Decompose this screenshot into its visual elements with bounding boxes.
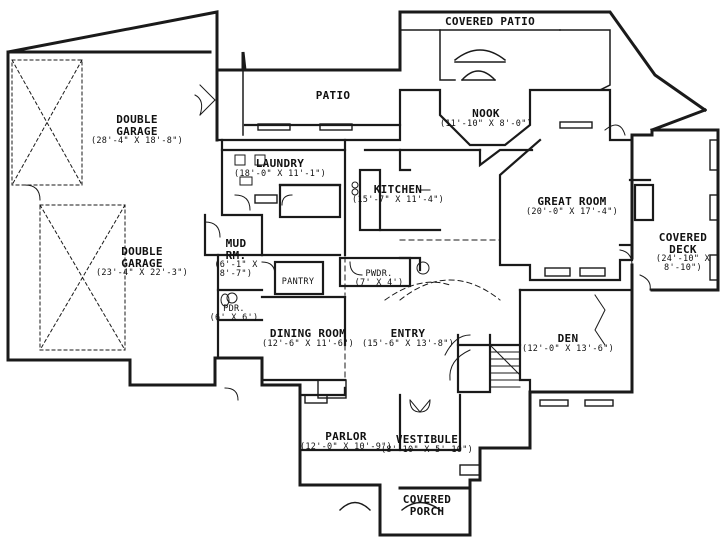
pwdr-name: PWDR. (365, 269, 393, 279)
label-laundry: LAUNDRY (18'-0" X 11'-1") (234, 158, 326, 178)
mud-rm-dims-2: 8'-7") (219, 269, 253, 280)
label-patio: PATIO (316, 90, 351, 102)
label-pwdr: PWDR. (7' X 4') (355, 270, 404, 288)
label-pdr: PDR. (6' X 6') (210, 305, 259, 323)
great-room-name: GREAT ROOM (537, 195, 607, 208)
mud-rm-dims-1: (6'-1" X (214, 260, 258, 271)
vestibule-name: VESTIBULE (395, 433, 459, 446)
garage-lower-name-1: DOUBLE (121, 245, 163, 258)
great-room-dims: (20'-0" X 17'-4") (525, 206, 619, 217)
fixtures (220, 154, 431, 307)
pantry-name: PANTRY (281, 277, 315, 287)
mud-rm-name-2: RM. (225, 248, 247, 262)
ceiling-lines (344, 229, 501, 381)
label-dining-room: DINING ROOM (12'-6" X 11'-6") (262, 328, 354, 348)
covered-deck-name-1: COVERED (658, 231, 708, 244)
den-name: DEN (557, 332, 579, 345)
patio-name: PATIO (315, 89, 351, 102)
garage-doors (11, 59, 126, 351)
kitchen-dims: (15'-7" X 11'-4") (351, 194, 445, 205)
outer-walls (6, 10, 720, 537)
parlor-name: PARLOR (325, 430, 367, 443)
covered-deck-name-2: DECK (669, 242, 697, 256)
label-great-room: GREAT ROOM (20'-0" X 17'-4") (526, 196, 618, 216)
entry-dims: (15'-6" X 13'-8") (361, 338, 455, 349)
dining-room-dims: (12'-6" X 11'-6") (261, 338, 355, 349)
covered-deck-dims-2: 8'-10") (664, 263, 702, 274)
entry-name: ENTRY (390, 327, 426, 340)
stair-treads (444, 334, 521, 388)
pdr-name: PDR. (223, 304, 245, 314)
covered-porch-name-1: COVERED (402, 493, 452, 506)
covered-patio-outline (242, 29, 611, 136)
label-garage-lower: DOUBLE GARAGE (23'-4" X 22'-3") (96, 246, 188, 278)
label-mud-rm: MUD RM. (6'-1" X 8'-7") (214, 238, 257, 279)
label-covered-patio: COVERED PATIO (445, 16, 535, 28)
covered-porch-name-2: PORCH (409, 504, 445, 518)
laundry-dims: (18'-0" X 11'-1") (233, 168, 327, 179)
pwdr-dims: (7' X 4') (354, 277, 404, 288)
label-den: DEN (12'-0" X 13'-6") (522, 333, 614, 353)
label-garage-upper: DOUBLE GARAGE (28'-4" X 18'-8") (91, 114, 183, 146)
dining-room-name: DINING ROOM (269, 327, 347, 340)
label-covered-deck: COVERED DECK (24'-10" X 8'-10") (656, 232, 710, 273)
garage-upper-name-2: GARAGE (116, 124, 158, 138)
label-covered-porch: COVERED PORCH (403, 494, 451, 517)
parlor-dims: (12'-0" X 10'-9") (299, 441, 393, 452)
den-dims: (12'-0" X 13'-6") (521, 343, 615, 354)
label-entry: ENTRY (15'-6" X 13'-8") (362, 328, 454, 348)
covered-deck-dims-1: (24'-10" X (655, 254, 711, 265)
windows (254, 70, 719, 511)
covered-patio-name: COVERED PATIO (445, 15, 535, 28)
label-parlor: PARLOR (12'-0" X 10'-9") (300, 431, 392, 451)
laundry-name: LAUNDRY (255, 157, 305, 170)
garage-upper-dims: (28'-4" X 18'-8") (90, 136, 184, 147)
pdr-dims: (6' X 6') (209, 312, 259, 323)
label-nook: NOOK (11'-10" X 8'-0") (440, 108, 532, 128)
nook-name: NOOK (472, 107, 500, 120)
garage-upper-name-1: DOUBLE (116, 113, 158, 126)
door-swings (24, 84, 651, 413)
kitchen-name: KITCHEN (373, 183, 423, 196)
mud-rm-name-1: MUD (225, 237, 247, 250)
nook-dims: (11'-10" X 8'-0") (439, 118, 533, 129)
vestibule-dims: (8'-10" X 5'-10") (380, 444, 474, 455)
garage-lower-dims: (23'-4" X 22'-3") (95, 268, 189, 279)
garage-lower-name-2: GARAGE (121, 256, 163, 270)
label-kitchen: KITCHEN (15'-7" X 11'-4") (352, 184, 444, 204)
label-vestibule: VESTIBULE (8'-10" X 5'-10") (381, 434, 473, 454)
label-pantry: PANTRY (282, 278, 315, 287)
